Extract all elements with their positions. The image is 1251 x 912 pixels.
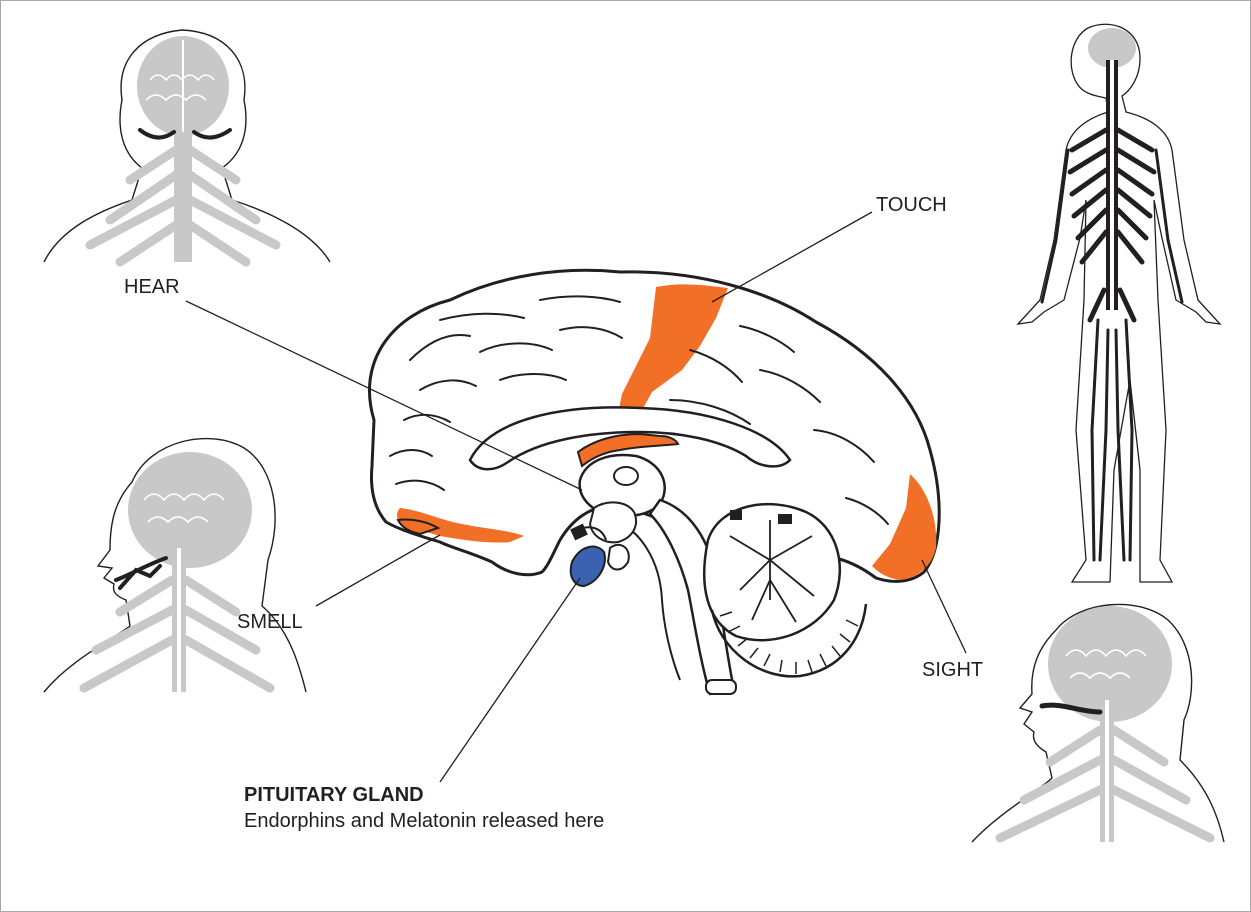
head-side-sight-illustration	[972, 604, 1224, 842]
label-pituitary-caption: Endorphins and Melatonin released here	[244, 810, 604, 833]
smell-leader	[316, 535, 440, 606]
pituitary-gland	[571, 547, 605, 586]
label-sight: SIGHT	[922, 659, 983, 682]
label-hear: HEAR	[124, 276, 180, 299]
touch-leader	[712, 212, 872, 302]
body-nervous-system-illustration	[1018, 24, 1220, 582]
head-side-smell-illustration	[44, 439, 306, 692]
label-smell: SMELL	[237, 611, 303, 634]
brain-sagittal-section	[369, 270, 939, 694]
label-touch: TOUCH	[876, 194, 947, 217]
label-pituitary-title: PITUITARY GLAND	[244, 784, 424, 807]
head-front-illustration	[44, 30, 330, 262]
pituitary-leader	[440, 578, 580, 782]
sight-leader	[922, 560, 966, 653]
